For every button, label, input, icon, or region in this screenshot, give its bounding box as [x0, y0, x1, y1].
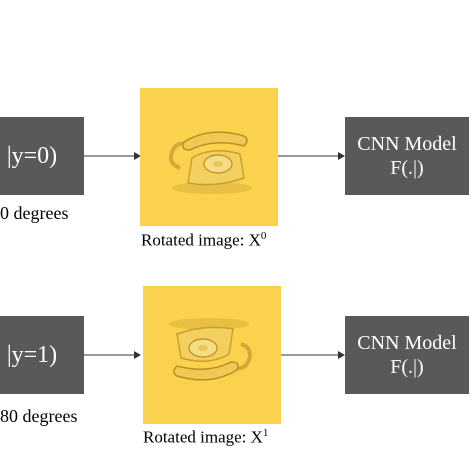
cnn-model-box-row1: CNN Model F(.|) [345, 117, 469, 195]
arrow-to-image-row1 [84, 152, 141, 160]
label-box-y1: |y=1) [0, 316, 84, 394]
caption-row1: Rotated image: X0 [141, 230, 266, 251]
rotated-image-x0 [140, 88, 278, 226]
caption-superscript: 0 [260, 230, 267, 242]
label-box-text: |y=0) [6, 142, 58, 169]
degrees-label-row1: 0 degrees [0, 203, 69, 223]
label-box-text: |y=1) [6, 341, 58, 368]
caption-text: Rotated image: X [141, 230, 261, 250]
degrees-label-row2: 80 degrees [0, 406, 78, 426]
arrow-to-model-row1 [278, 152, 345, 160]
rotary-phone-icon [169, 131, 252, 194]
model-title: CNN Model [357, 332, 457, 354]
model-title: CNN Model [357, 133, 457, 155]
cnn-model-box-row2: CNN Model F(.|) [345, 316, 469, 394]
model-function: F(.|) [390, 157, 424, 179]
caption-row2: Rotated image: X1 [143, 427, 268, 448]
label-box-y0: |y=0) [0, 117, 84, 195]
arrow-to-model-row2 [281, 351, 345, 359]
rotated-image-x1 [143, 286, 281, 424]
rotary-phone-upside-down-icon [169, 318, 252, 381]
caption-text: Rotated image: X [143, 427, 263, 447]
arrow-to-image-row2 [84, 351, 141, 359]
model-function: F(.|) [390, 356, 424, 378]
caption-superscript: 1 [262, 427, 269, 439]
